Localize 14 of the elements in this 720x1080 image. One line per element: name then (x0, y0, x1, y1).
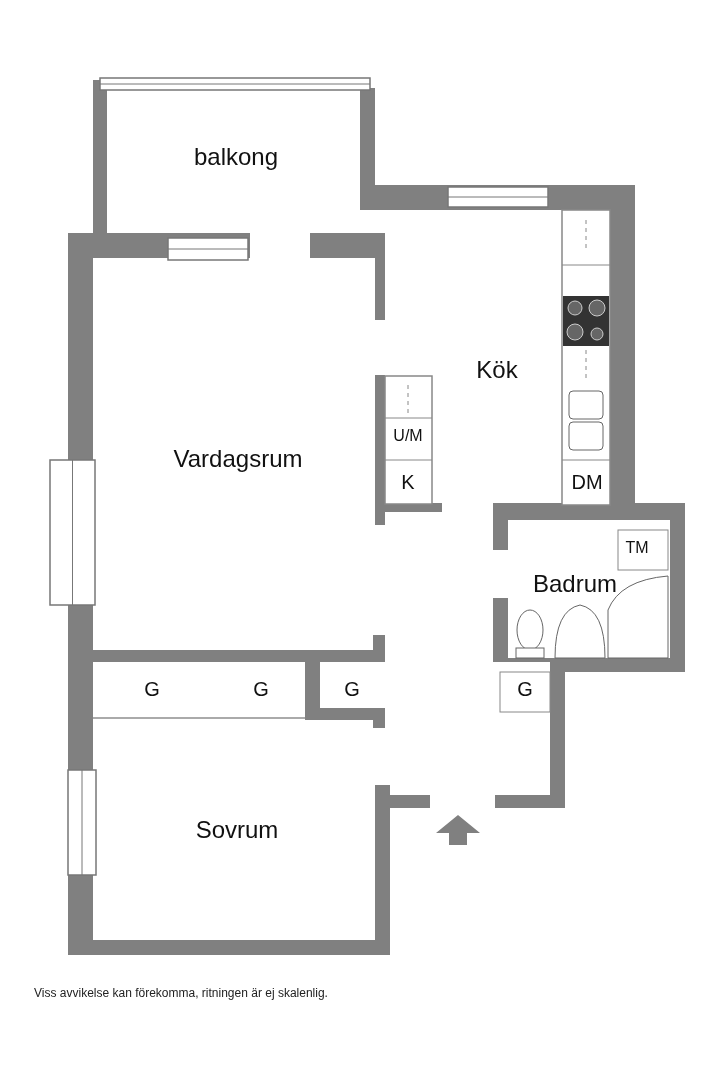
caption: Viss avvikelse kan förekomma, ritningen är ej skalenlig. (34, 986, 328, 1000)
fixture-label: K (401, 470, 415, 494)
room-label: Vardagsrum (173, 445, 303, 473)
fixture-label: G (144, 677, 160, 701)
fixture-label: G (344, 677, 360, 701)
fixture-label: TM (625, 539, 649, 557)
fixture-label: G (517, 677, 533, 701)
fixture-label: G (253, 677, 269, 701)
fixture-label: DM (571, 470, 603, 494)
room-label: Kök (476, 356, 518, 384)
room-label: Sovrum (195, 816, 279, 844)
room-label: Badrum (533, 570, 617, 598)
fixture-label: U/M (393, 427, 423, 445)
room-label: balkong (193, 143, 279, 171)
